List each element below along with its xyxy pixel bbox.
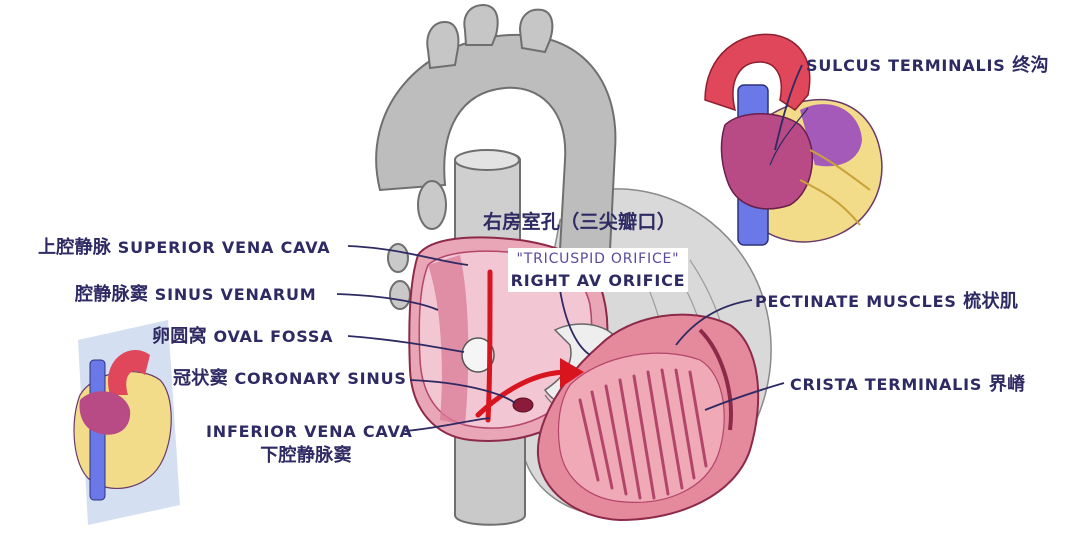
label-coronary-sinus: 冠状窦 CORONARY SINUS <box>173 368 407 390</box>
label-coronary-zh: 冠状窦 <box>173 368 228 389</box>
label-sulcus-zh: 终沟 <box>1012 55 1049 76</box>
inset-left-atrium <box>79 391 131 435</box>
pulmonary-vein-stub-1 <box>387 243 409 273</box>
label-pectinate-zh: 梳状肌 <box>963 291 1019 312</box>
leader-svc <box>347 245 469 266</box>
pulmonary-vein-stub-2 <box>389 280 411 310</box>
heart-inset-left <box>73 320 180 525</box>
leader-oval <box>347 335 465 353</box>
leader-coronary <box>409 379 516 404</box>
label-crista-zh: 界嵴 <box>988 374 1026 395</box>
label-ivc-zh: 下腔静脉窦 <box>260 445 352 466</box>
leader-tricuspid <box>559 289 591 356</box>
leader-crista <box>704 382 785 411</box>
label-pectinate-en: PECTINATE MUSCLES <box>755 292 957 311</box>
label-svc-zh: 上腔静脉 <box>38 237 112 258</box>
label-crista-en: CRISTA TERMINALIS <box>790 375 983 394</box>
leader-ivc <box>404 417 491 432</box>
flow-arrow-shaft <box>475 269 571 423</box>
label-right-av-en: RIGHT AV ORIFICE <box>510 271 686 290</box>
oval-fossa <box>461 337 495 373</box>
label-svc: 上腔静脉 SUPERIOR VENA CAVA <box>38 237 331 259</box>
inset-left-aorta <box>108 349 150 395</box>
label-crista: CRISTA TERMINALIS 界嵴 <box>790 374 1025 396</box>
label-coronary-en: CORONARY SINUS <box>234 369 407 388</box>
label-oval-zh: 卵圆窝 <box>152 326 207 347</box>
crista-terminalis-ridge <box>698 328 733 431</box>
label-sulcus: SULCUS TERMINALIS 终沟 <box>806 55 1049 77</box>
label-sinus-en: SINUS VENARUM <box>154 285 317 304</box>
inset-right-atrium <box>720 113 813 210</box>
label-ivc-en: INFERIOR VENA CAVA <box>206 422 413 441</box>
arch-branch-2 <box>463 3 499 46</box>
coronary-sinus-opening <box>512 397 534 413</box>
ivc-tube <box>454 419 526 526</box>
sinus-venarum-band <box>428 255 469 425</box>
aortic-arch <box>375 33 617 251</box>
label-sinus-zh: 腔静脉窦 <box>75 284 149 305</box>
label-av-orifice-zh: 右房室孔（三尖瓣口） <box>483 211 677 233</box>
leader-pectinate <box>675 299 753 346</box>
svc-top-opening <box>454 149 520 171</box>
arch-branch-1 <box>426 20 460 70</box>
leader-lines <box>336 64 803 432</box>
inset-fat-veins <box>799 149 871 226</box>
label-oval-fossa: 卵圆窝 OVAL FOSSA <box>152 326 333 348</box>
inset-purple-atrium <box>800 104 862 167</box>
label-sinus-venarum: 腔静脉窦 SINUS VENARUM <box>75 284 316 306</box>
label-tricuspid-en: "TRICUSPID ORIFICE" <box>516 251 680 267</box>
label-oval-en: OVAL FOSSA <box>213 327 334 346</box>
inset-aorta <box>704 33 811 112</box>
label-ivc: INFERIOR VENA CAVA 下腔静脉窦 <box>206 421 413 467</box>
flow-arrow-head <box>560 358 584 388</box>
label-sulcus-en: SULCUS TERMINALIS <box>806 56 1006 75</box>
label-svc-en: SUPERIOR VENA CAVA <box>117 238 331 257</box>
heart-inset-top-right <box>704 33 883 246</box>
pectinate-muscle-ridges <box>578 368 708 500</box>
label-tricuspid: "TRICUSPID ORIFICE" RIGHT AV ORIFICE <box>508 248 688 292</box>
pulmonary-vessel-stub <box>417 180 447 230</box>
label-pectinate: PECTINATE MUSCLES 梳状肌 <box>755 291 1018 313</box>
inset-sulcus-line <box>769 107 809 166</box>
arch-branch-3 <box>518 8 554 54</box>
leader-sinus <box>336 293 439 311</box>
leader-sulcus <box>774 64 803 151</box>
